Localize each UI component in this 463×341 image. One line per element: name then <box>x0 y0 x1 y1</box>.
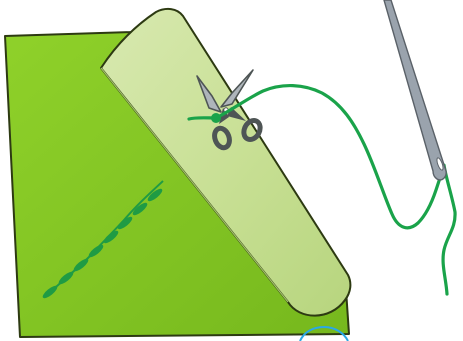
thread-knot <box>211 113 221 123</box>
sewing-needle-icon <box>384 0 446 180</box>
